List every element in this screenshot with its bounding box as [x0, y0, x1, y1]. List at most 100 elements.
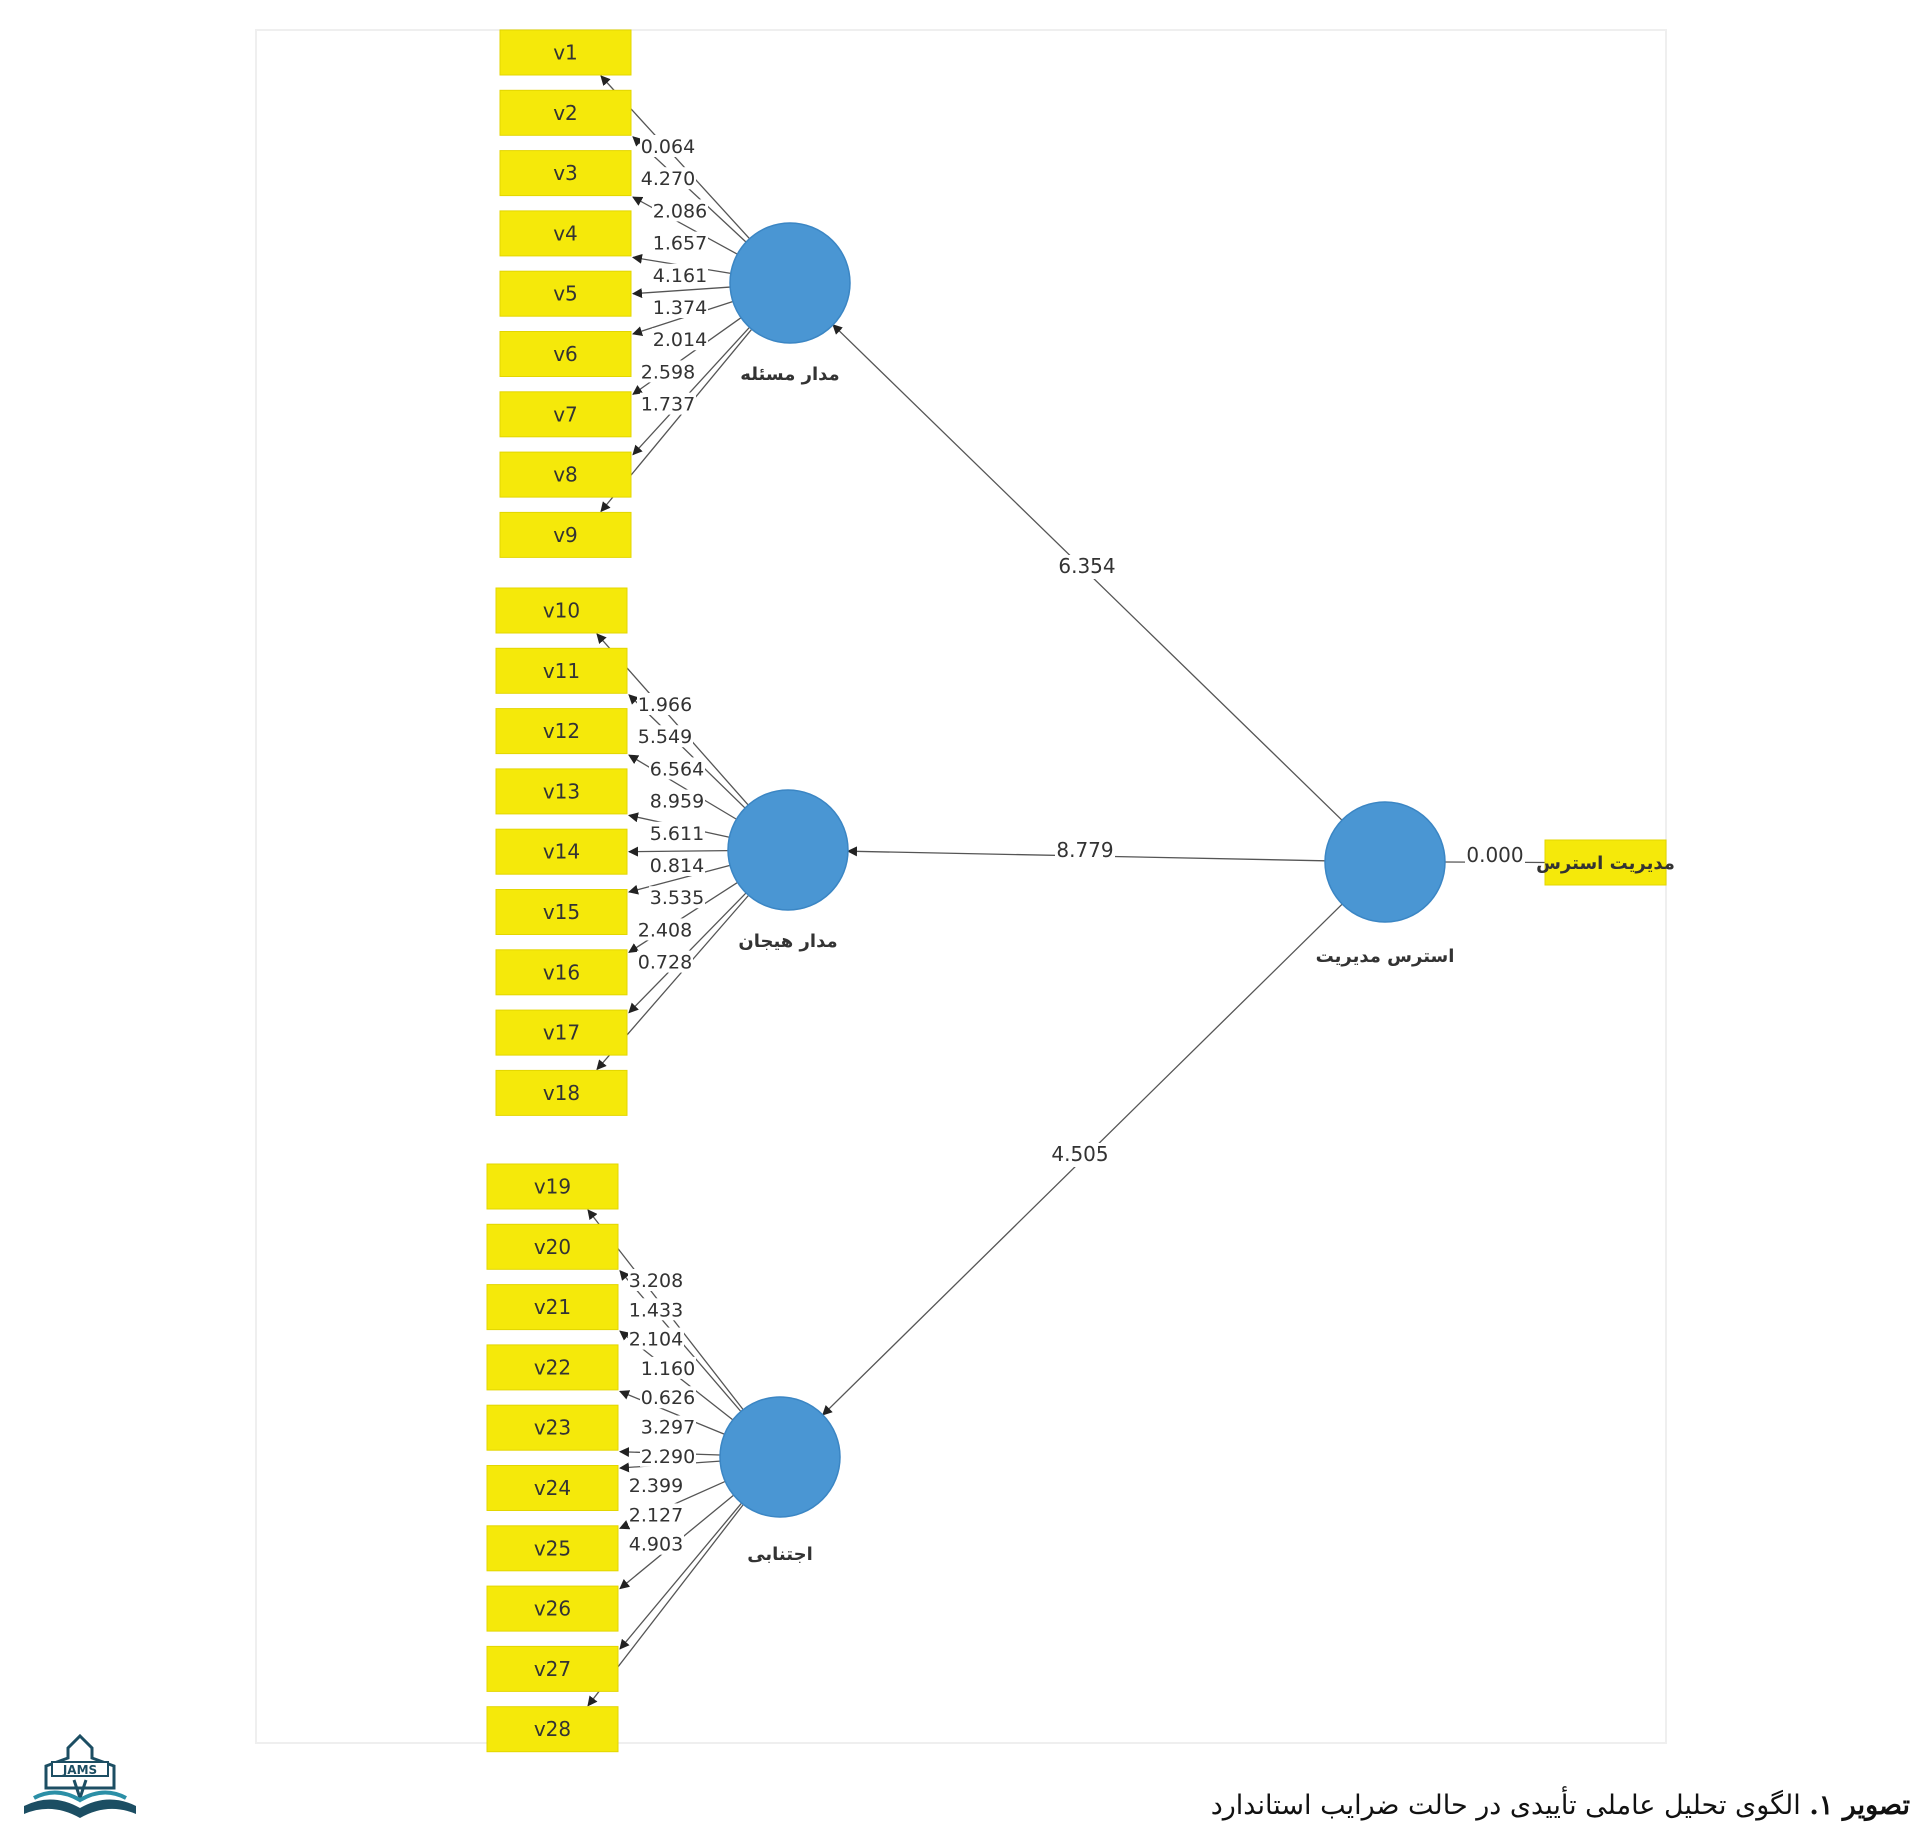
indicator-label: v12 [543, 719, 580, 743]
loading-label-bg [628, 1298, 684, 1321]
indicator-box [495, 1009, 628, 1056]
indicator-v8[interactable]: v8 [499, 451, 632, 498]
indicator-v15[interactable]: v15 [495, 889, 628, 935]
loading-label-bg [652, 328, 708, 351]
jams-journal-logo-icon: JAMS [24, 1733, 136, 1818]
indicator-link-v5 [632, 286, 731, 299]
indicator-box [486, 1163, 619, 1210]
loading-label-bg [640, 1444, 696, 1467]
indicator-box [499, 331, 632, 377]
loading-value-v3: 2.086 [653, 200, 707, 222]
indicator-link-v16 [628, 881, 738, 953]
indicator-v18[interactable]: v18 [495, 1069, 628, 1116]
indicator-v10[interactable]: v10 [495, 587, 628, 634]
indicator-label: v13 [543, 779, 580, 803]
loading-label-bg [637, 725, 693, 748]
indicator-v25[interactable]: v25 [486, 1525, 619, 1572]
indicator-v4[interactable]: v4 [499, 210, 632, 257]
indicator-box [486, 1585, 619, 1632]
indicator-label: v4 [553, 221, 578, 245]
indicator-label: v16 [543, 960, 580, 984]
loading-label-bg [640, 1356, 696, 1379]
indicator-v7[interactable]: v7 [499, 391, 632, 438]
indicator-label: v5 [553, 282, 578, 306]
indicator-box [495, 708, 628, 755]
indicator-v17[interactable]: v17 [495, 1009, 628, 1056]
indicator-box [495, 949, 628, 996]
loading-value-v9: 1.737 [641, 394, 695, 416]
indicator-label: v2 [553, 101, 578, 125]
construct-circle [727, 789, 849, 911]
loading-value-v6: 1.374 [653, 297, 707, 319]
indicator-v27[interactable]: v27 [486, 1645, 619, 1692]
indicator-v16[interactable]: v16 [495, 949, 628, 996]
indicator-v23[interactable]: v23 [486, 1404, 619, 1451]
loading-label-bg [628, 1327, 684, 1350]
loading-value-v5: 4.161 [653, 265, 707, 287]
loading-label-bg [652, 199, 708, 222]
indicator-v24[interactable]: v24 [486, 1465, 619, 1511]
indicator-v5[interactable]: v5 [499, 270, 632, 317]
loading-label-bg [640, 392, 696, 415]
indicator-v11[interactable]: v11 [495, 647, 628, 694]
construct-circle [729, 222, 851, 344]
construct-label: مدار مسئله [740, 364, 839, 385]
construct-label: مدار هیجان [738, 931, 837, 952]
loading-value-v19: 3.208 [629, 1270, 683, 1292]
loading-value-v11: 5.549 [638, 726, 692, 748]
construct-emotion[interactable]: مدار هیجان [727, 789, 849, 952]
indicator-label: v24 [534, 1476, 571, 1500]
indicator-stress-management[interactable]: مدیریت استرس [1536, 839, 1675, 886]
indicator-link-v27 [619, 1502, 743, 1650]
loading-value-v2: 4.270 [641, 168, 695, 190]
loading-label-bg [637, 693, 693, 715]
figure-caption-label: تصویر ۱. [1809, 1790, 1910, 1821]
construct-avoidance[interactable]: اجتنابی [719, 1396, 841, 1565]
indicator-v13[interactable]: v13 [495, 768, 628, 815]
indicator-box [486, 1645, 619, 1692]
indicator-v9[interactable]: v9 [499, 511, 632, 558]
indicator-v22[interactable]: v22 [486, 1344, 619, 1391]
loading-value-v7: 2.014 [653, 329, 707, 351]
construct-stress[interactable]: استرس مدیریت [1316, 801, 1455, 967]
loading-value-v25: 2.290 [641, 1446, 695, 1468]
indicator-label: v10 [543, 599, 580, 623]
loading-label-bg [628, 1532, 684, 1555]
indicator-label: v18 [543, 1081, 580, 1105]
indicator-v1[interactable]: v1 [499, 29, 632, 76]
indicator-label: v20 [534, 1235, 571, 1259]
indicator-link-v22 [619, 1390, 725, 1435]
indicator-v26[interactable]: v26 [486, 1585, 619, 1632]
indicator-v2[interactable]: v2 [499, 89, 632, 136]
loading-value-v13: 8.959 [650, 791, 704, 813]
indicator-v3[interactable]: v3 [499, 150, 632, 197]
loading-value-v22: 1.160 [641, 1358, 695, 1380]
indicator-v28[interactable]: v28 [486, 1706, 619, 1753]
indicator-label: v22 [534, 1355, 571, 1379]
indicator-v14[interactable]: v14 [495, 828, 628, 875]
loading-label-bg [652, 263, 708, 286]
labels-layer: 0.0644.2702.0861.6574.1611.3742.0142.598… [628, 135, 1525, 1556]
loading-label-bg [628, 1474, 684, 1497]
indicator-v21[interactable]: v21 [486, 1284, 619, 1331]
logo-text: JAMS [62, 1763, 97, 1777]
figure-caption-text: الگوی تحلیل عاملی تأییدی در حالت ضرایب ا… [1210, 1790, 1801, 1821]
indicator-v19[interactable]: v19 [486, 1163, 619, 1210]
indicator-label: v14 [543, 840, 580, 864]
indicator-label: v11 [543, 659, 580, 683]
indicator-link-v3 [632, 196, 738, 255]
indicator-box [499, 89, 632, 136]
diagram-frame [255, 29, 1667, 1744]
construct-problem[interactable]: مدار مسئله [729, 222, 851, 385]
indicator-label: v25 [534, 1536, 571, 1560]
indicator-v12[interactable]: v12 [495, 708, 628, 755]
indicator-v20[interactable]: v20 [486, 1223, 619, 1270]
loading-value-v4: 1.657 [653, 233, 707, 255]
indicator-v6[interactable]: v6 [499, 331, 632, 377]
loading-label-bg [649, 854, 705, 876]
construct-circle [719, 1396, 841, 1518]
shapes-layer: v1 v2 v3 v4 v5 v6 v7 v8 v9 v10 v11 v12 v13 v14 v15 v16 v… [486, 29, 1675, 1753]
loading-value-v24: 3.297 [641, 1417, 695, 1439]
loading-label-bg [640, 1386, 696, 1409]
loading-label-bg [649, 789, 705, 812]
